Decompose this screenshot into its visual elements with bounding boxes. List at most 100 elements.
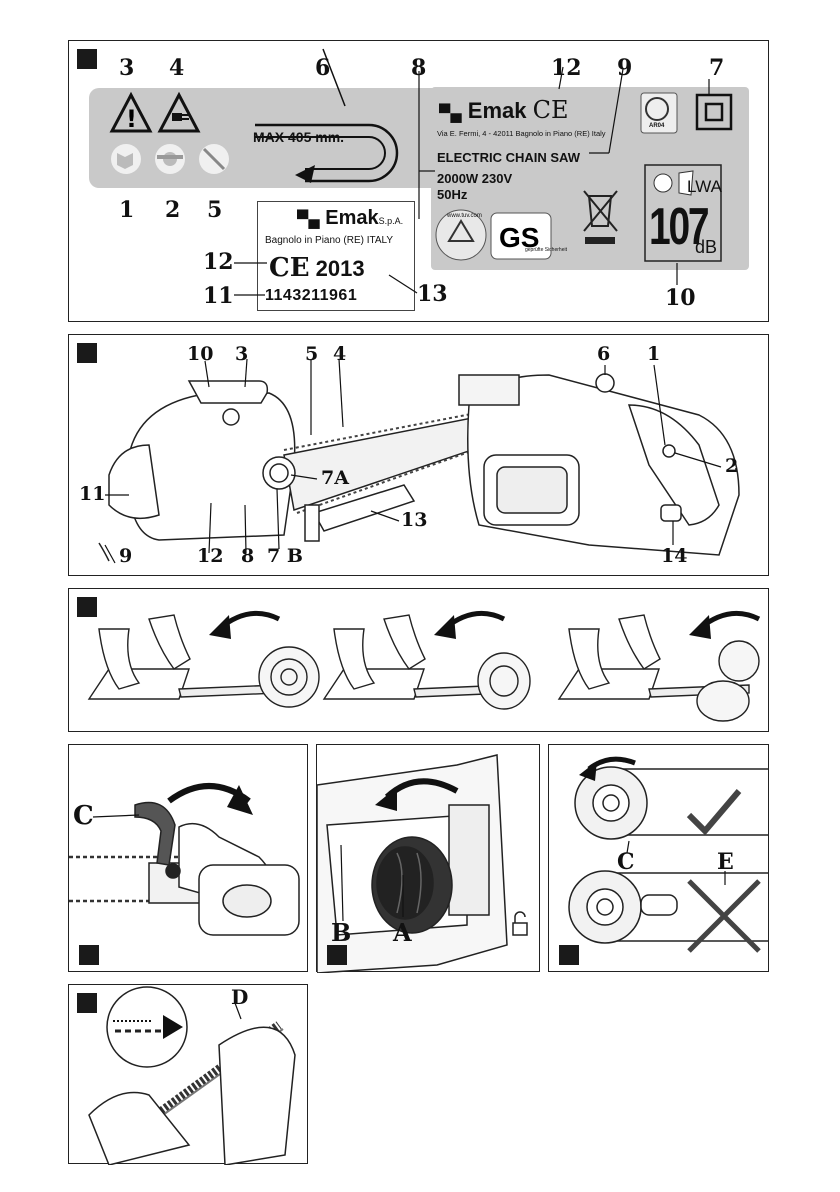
- power-voltage: 2000W 230V: [437, 171, 513, 186]
- cut-step-1: [87, 610, 320, 708]
- part-14: 14: [661, 545, 688, 567]
- serial-number: 1143211961: [265, 287, 358, 304]
- label-c: C: [73, 801, 94, 831]
- small-label-brand: ▀▄ EmakS.p.A.: [297, 207, 403, 230]
- brand-name: Emak: [325, 207, 379, 229]
- warning-triangle-icon: !: [109, 91, 153, 133]
- panel-labels: ! MAX 405 mm. ▀▄ EmakS.p.A. Bagnolo in P…: [68, 40, 769, 322]
- label-d: D: [231, 985, 249, 1009]
- callout-7: 7: [709, 55, 725, 81]
- part-5: 5: [305, 343, 319, 365]
- part-3: 3: [235, 343, 249, 365]
- panel-knob-check: C E: [548, 744, 769, 972]
- part-10: 10: [187, 343, 214, 365]
- cut-step-3: [557, 610, 761, 722]
- emak-logo-icon: ▀▄: [439, 105, 462, 122]
- part-11: 11: [79, 483, 106, 505]
- emak-logo-icon: ▀▄: [297, 211, 320, 228]
- svg-text:GS: GS: [499, 222, 539, 253]
- part-12: 12: [197, 545, 224, 567]
- part-6: 6: [597, 343, 611, 365]
- callout-12b: 12: [203, 249, 234, 275]
- warning-icons: !: [109, 48, 399, 183]
- rating-plate-address: Via E. Fermi, 4 - 42011 Bagnolo in Piano…: [437, 129, 606, 138]
- part-4: 4: [333, 343, 347, 365]
- callout-9: 9: [617, 55, 633, 81]
- chain-direction-drawing: [88, 986, 296, 1165]
- db-value: 107: [649, 198, 710, 256]
- panel-chain-direction: D: [68, 984, 308, 1165]
- callout-10: 10: [665, 285, 696, 311]
- part-9: 9: [119, 545, 133, 567]
- callout-6: 6: [315, 55, 331, 81]
- lwa-text: LWA: [687, 177, 722, 196]
- panel-tension-knob: B A: [316, 744, 540, 973]
- unplug-warning-icon: [157, 91, 201, 133]
- callout-12: 12: [551, 55, 582, 81]
- panel-cutting: [68, 588, 769, 732]
- bar-cover: [304, 484, 416, 542]
- callout-5: 5: [207, 197, 223, 223]
- callout-4: 4: [169, 55, 185, 81]
- panel-marker: [77, 993, 97, 1013]
- part-2: 2: [725, 455, 739, 477]
- db-unit: dB: [695, 237, 718, 257]
- weee-bin-icon: [583, 190, 618, 244]
- protection-gear-icon: [155, 144, 185, 174]
- ce-year-value: 2013: [315, 256, 365, 281]
- rating-plate-brand: ▀▄ Emak CE: [439, 96, 569, 124]
- leader-lines: [104, 358, 722, 564]
- ce-mark-icon: CE: [532, 96, 569, 124]
- chain-brake-drawing: [69, 783, 300, 936]
- rating-plate-marks: GS: [234, 66, 733, 296]
- panel-parts: 10 3 5 4 11 7A 13 9 12 8 7 B 6 1 2 14: [68, 334, 769, 576]
- cutting-sequence-drawing: [87, 610, 761, 722]
- brand-suffix: S.p.A.: [378, 216, 404, 226]
- callout-1: 1: [119, 197, 135, 223]
- max-length-arrow-icon: [255, 48, 399, 183]
- ce-year: CE 2013: [269, 253, 365, 283]
- panel-marker: [79, 945, 99, 965]
- no-rain-icon: [199, 144, 229, 174]
- knob-check-drawing: [568, 756, 769, 953]
- label-c: C: [617, 849, 635, 875]
- frequency: 50Hz: [437, 187, 468, 202]
- tuv-text: www.tuv.com: [447, 213, 482, 219]
- part-7a: 7A: [321, 467, 349, 489]
- direction-arrow-icon: [163, 1015, 183, 1039]
- part-7b: 7 B: [267, 545, 303, 567]
- callout-3: 3: [119, 55, 135, 81]
- ce-mark-icon: CE: [269, 253, 310, 283]
- brand-name: Emak: [467, 98, 527, 123]
- chain-brake-lever: [69, 783, 300, 936]
- svg-text:!: !: [126, 105, 137, 133]
- cut-step-2: [322, 610, 531, 710]
- read-manual-icon: [111, 144, 141, 174]
- chainsaw-parts-drawing: [98, 358, 740, 564]
- double-insulation-icon: [695, 93, 733, 131]
- product-name: ELECTRIC CHAIN SAW: [437, 150, 580, 165]
- gs-mark-icon: GS: [490, 212, 552, 260]
- part-13: 13: [401, 509, 428, 531]
- panel-chain-brake: C: [68, 744, 308, 972]
- gs-subtext: geprüfte Sicherheit: [525, 247, 567, 253]
- tuv-icon: [435, 209, 487, 261]
- panel-marker: [77, 49, 97, 69]
- manufacturer-label: [257, 201, 415, 311]
- callout-11: 11: [203, 283, 234, 309]
- sound-power-box: [644, 164, 722, 262]
- callout-8: 8: [411, 55, 427, 81]
- lock-open-icon: [512, 911, 528, 936]
- label-b: B: [331, 918, 352, 947]
- panel-marker: [327, 945, 347, 965]
- part-1: 1: [647, 343, 661, 365]
- panel-marker: [77, 597, 97, 617]
- tension-knob-drawing: [317, 754, 528, 973]
- label-a: A: [393, 918, 412, 947]
- callout-13: 13: [417, 281, 448, 307]
- max-length-text: MAX 405 mm.: [253, 129, 345, 145]
- panel-marker: [77, 343, 97, 363]
- chainsaw-rear-view: [458, 373, 740, 556]
- leader-lines: [234, 66, 710, 296]
- callout-2: 2: [165, 197, 181, 223]
